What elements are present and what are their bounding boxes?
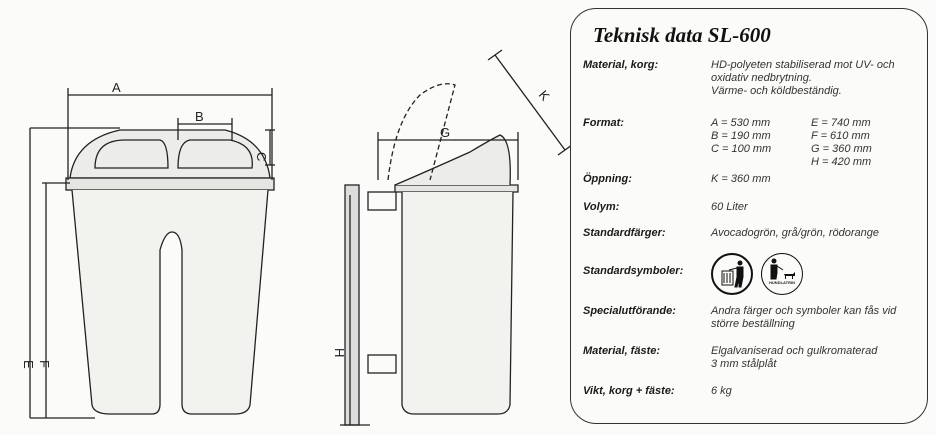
spec-value: C = 100 mm: [711, 143, 772, 155]
litter-bin-symbol-icon: [711, 253, 753, 295]
spec-value: A = 530 mm: [711, 117, 771, 129]
symbol-caption: HUNDLATRIN: [769, 280, 795, 285]
spec-label: Öppning:: [583, 173, 632, 185]
dim-label-k: K: [536, 87, 553, 104]
spec-label: Format:: [583, 117, 624, 129]
dog-toilet-symbol-icon: HUNDLATRIN: [761, 253, 803, 295]
dim-label-g: G: [440, 125, 450, 140]
spec-value: F = 610 mm: [811, 130, 870, 142]
dim-label-e: E: [21, 360, 36, 369]
spec-label: Volym:: [583, 201, 620, 213]
dim-label-a: A: [112, 80, 121, 95]
spec-label: Material, fäste:: [583, 345, 661, 357]
spec-value: 60 Liter: [711, 201, 748, 213]
spec-value: Värme- och köldbeständig.: [711, 85, 842, 97]
spec-label: Specialutförande:: [583, 305, 676, 317]
spec-label: Standardsymboler:: [583, 265, 684, 277]
spec-value: Avocadogrön, grå/grön, rödorange: [711, 227, 879, 239]
spec-label: Standardfärger:: [583, 227, 666, 239]
spec-value: B = 190 mm: [711, 130, 771, 142]
spec-value: oxidativ nedbrytning.: [711, 72, 812, 84]
spec-label: Material, korg:: [583, 59, 659, 71]
dim-label-f: F: [37, 360, 52, 368]
spec-value: Andra färger och symboler kan fås vid: [711, 305, 897, 317]
spec-value: HD-polyeten stabiliserad mot UV- och: [711, 59, 895, 71]
technical-drawing: A B C E F G H K: [21, 49, 570, 426]
spec-value: K = 360 mm: [711, 173, 771, 185]
spec-value: större beställning: [711, 318, 795, 330]
spec-value: G = 360 mm: [811, 143, 872, 155]
front-view: [29, 88, 275, 419]
dim-label-b: B: [195, 109, 204, 124]
spec-value: 3 mm stålplåt: [711, 358, 777, 370]
spec-value: 6 kg: [711, 385, 732, 397]
spec-value: H = 420 mm: [811, 156, 872, 168]
spec-label: Vikt, korg + fäste:: [583, 385, 675, 397]
spec-value: E = 740 mm: [811, 117, 871, 129]
spec-title: Teknisk data SL-600: [593, 23, 771, 47]
dim-label-h: H: [332, 348, 347, 357]
spec-panel: Teknisk data SL-600 Material, korg: HD-p…: [570, 8, 928, 424]
side-view: [340, 49, 570, 426]
dim-label-c: C: [254, 152, 269, 161]
spec-value: Elgalvaniserad och gulkromaterad: [711, 345, 878, 357]
